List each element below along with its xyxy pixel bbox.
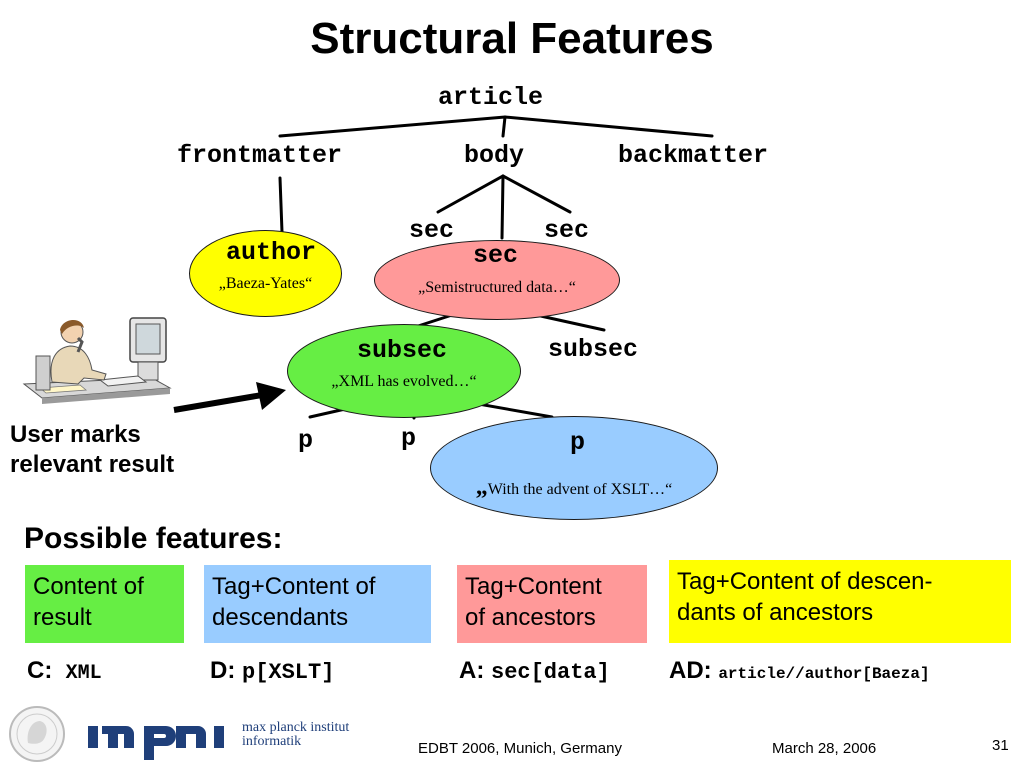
- author-quote: „Baeza-Yates“: [218, 275, 313, 292]
- logo-text-line1: max planck institut: [242, 720, 350, 735]
- feature-code-ad: AD: article//author[Baeza]: [669, 657, 930, 685]
- possible-features-heading: Possible features:: [24, 522, 283, 555]
- subsec-tag: subsec: [357, 336, 448, 365]
- code-prefix: C:: [27, 657, 53, 684]
- feature-label-line1: Tag+Content: [465, 573, 602, 600]
- user-label: User marks relevant result: [10, 420, 174, 480]
- code-value: XML: [65, 662, 102, 685]
- code-prefix: AD:: [669, 657, 712, 684]
- user-label-line1: User marks: [10, 421, 141, 448]
- p-tag: p: [570, 428, 586, 457]
- minerva-seal-icon: [9, 706, 65, 762]
- feature-label-line2: dants of ancestors: [677, 599, 874, 626]
- code-value: sec[data]: [491, 660, 610, 685]
- node-frontmatter: frontmatter: [177, 141, 343, 170]
- feature-box-content: Content of result: [25, 565, 184, 643]
- node-p-left: p: [298, 426, 314, 455]
- footer-event: EDBT 2006, Munich, Germany: [418, 740, 622, 757]
- feature-box-ancestors: Tag+Content of ancestors: [457, 565, 647, 643]
- feature-label-line2: result: [33, 604, 92, 631]
- subsec-node: [287, 324, 521, 418]
- logo-text-line2: informatik: [242, 734, 302, 749]
- node-article: article: [438, 83, 544, 112]
- feature-code-a: A: sec[data]: [459, 657, 610, 685]
- subsec-quote: „XML has evolved…“: [331, 373, 477, 390]
- sec-node: [374, 240, 620, 320]
- feature-label-line1: Tag+Content of: [212, 573, 376, 600]
- feature-label-line1: Tag+Content of descen-: [677, 568, 933, 595]
- code-prefix: A:: [459, 657, 485, 684]
- p-quote-text: With the advent of XSLT…“: [487, 481, 673, 498]
- feature-box-descendants: Tag+Content of descendants: [204, 565, 431, 643]
- node-sec-right: sec: [544, 216, 590, 245]
- p-quote: „With the advent of XSLT…“: [430, 474, 718, 501]
- feature-label-line1: Content of: [33, 573, 144, 600]
- sec-quote: „Semistructured data…“: [418, 279, 576, 296]
- node-p-mid: p: [401, 424, 417, 453]
- feature-code-d: D: p[XSLT]: [210, 657, 334, 685]
- p-node: [430, 416, 718, 520]
- footer-date: March 28, 2006: [772, 740, 877, 757]
- p-quote-mark: „: [475, 474, 488, 500]
- feature-code-c: C: XML: [27, 657, 102, 685]
- code-value: article//author[Baeza]: [718, 665, 930, 683]
- arrow-right-icon: [173, 382, 286, 413]
- node-body: body: [464, 141, 525, 170]
- feature-label-line2: descendants: [212, 604, 349, 631]
- code-prefix: D:: [210, 657, 236, 684]
- author-node: [189, 230, 342, 317]
- author-tag: author: [226, 238, 317, 267]
- mpi-logo-text: max planck institut informatik: [242, 721, 349, 749]
- mpi-logo-icon: [88, 726, 224, 760]
- slide-title: Structural Features: [310, 14, 714, 63]
- node-backmatter: backmatter: [618, 141, 769, 170]
- sec-tag: sec: [473, 241, 519, 270]
- node-subsec-right: subsec: [548, 335, 639, 364]
- person-at-computer-icon: [22, 317, 172, 404]
- node-sec-left: sec: [409, 216, 455, 245]
- slide-number: 31: [992, 737, 1009, 754]
- feature-box-desc-of-ancestors: Tag+Content of descen- dants of ancestor…: [669, 560, 1011, 643]
- code-value: p[XSLT]: [242, 660, 335, 685]
- user-label-line2: relevant result: [10, 451, 175, 478]
- feature-label-line2: of ancestors: [465, 604, 596, 631]
